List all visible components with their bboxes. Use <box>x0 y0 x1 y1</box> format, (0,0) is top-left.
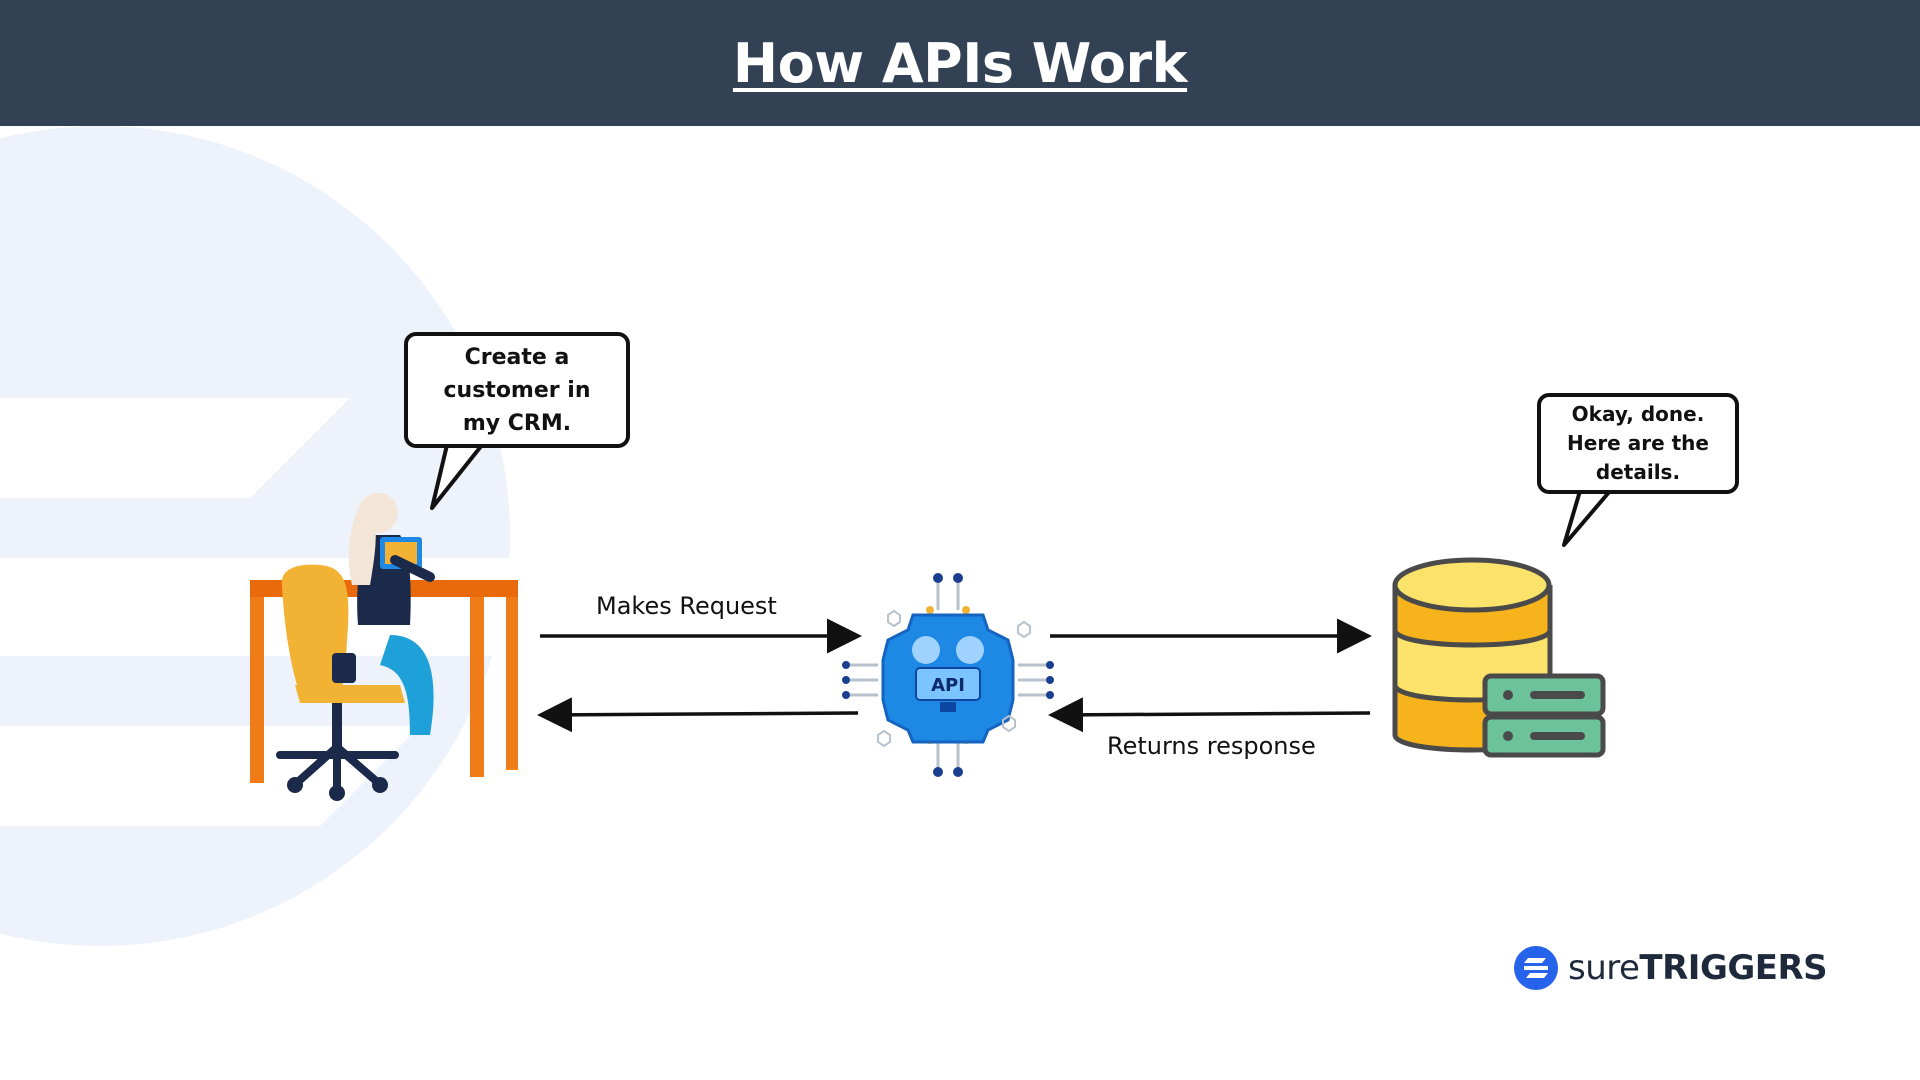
request-label: Makes Request <box>596 592 777 620</box>
suretriggers-logo: sureTRIGGERS <box>1514 946 1828 990</box>
api-chip-label: API <box>931 675 965 696</box>
page-title: How APIs Work <box>732 31 1188 95</box>
response-arrow-left <box>537 697 859 733</box>
user-speech-bubble: Create a customer in my CRM. <box>404 332 630 448</box>
logo-text-sure: sure <box>1568 948 1640 988</box>
response-label: Returns response <box>1107 732 1316 760</box>
logo-wordmark: sureTRIGGERS <box>1568 948 1828 988</box>
logo-text-triggers: TRIGGERS <box>1639 948 1828 988</box>
api-chip-icon: API <box>842 573 1054 777</box>
database-speech-text: Okay, done. Here are the details. <box>1567 402 1709 484</box>
database-server-icon <box>1392 557 1606 758</box>
user-speech-text: Create a customer in my CRM. <box>443 344 591 436</box>
header-bar: How APIs Work <box>0 0 1920 126</box>
database-speech-bubble: Okay, done. Here are the details. <box>1537 393 1739 494</box>
suretriggers-logo-icon <box>1514 946 1558 990</box>
response-arrow-right <box>1048 697 1371 733</box>
person-at-desk-illustration <box>250 493 518 801</box>
